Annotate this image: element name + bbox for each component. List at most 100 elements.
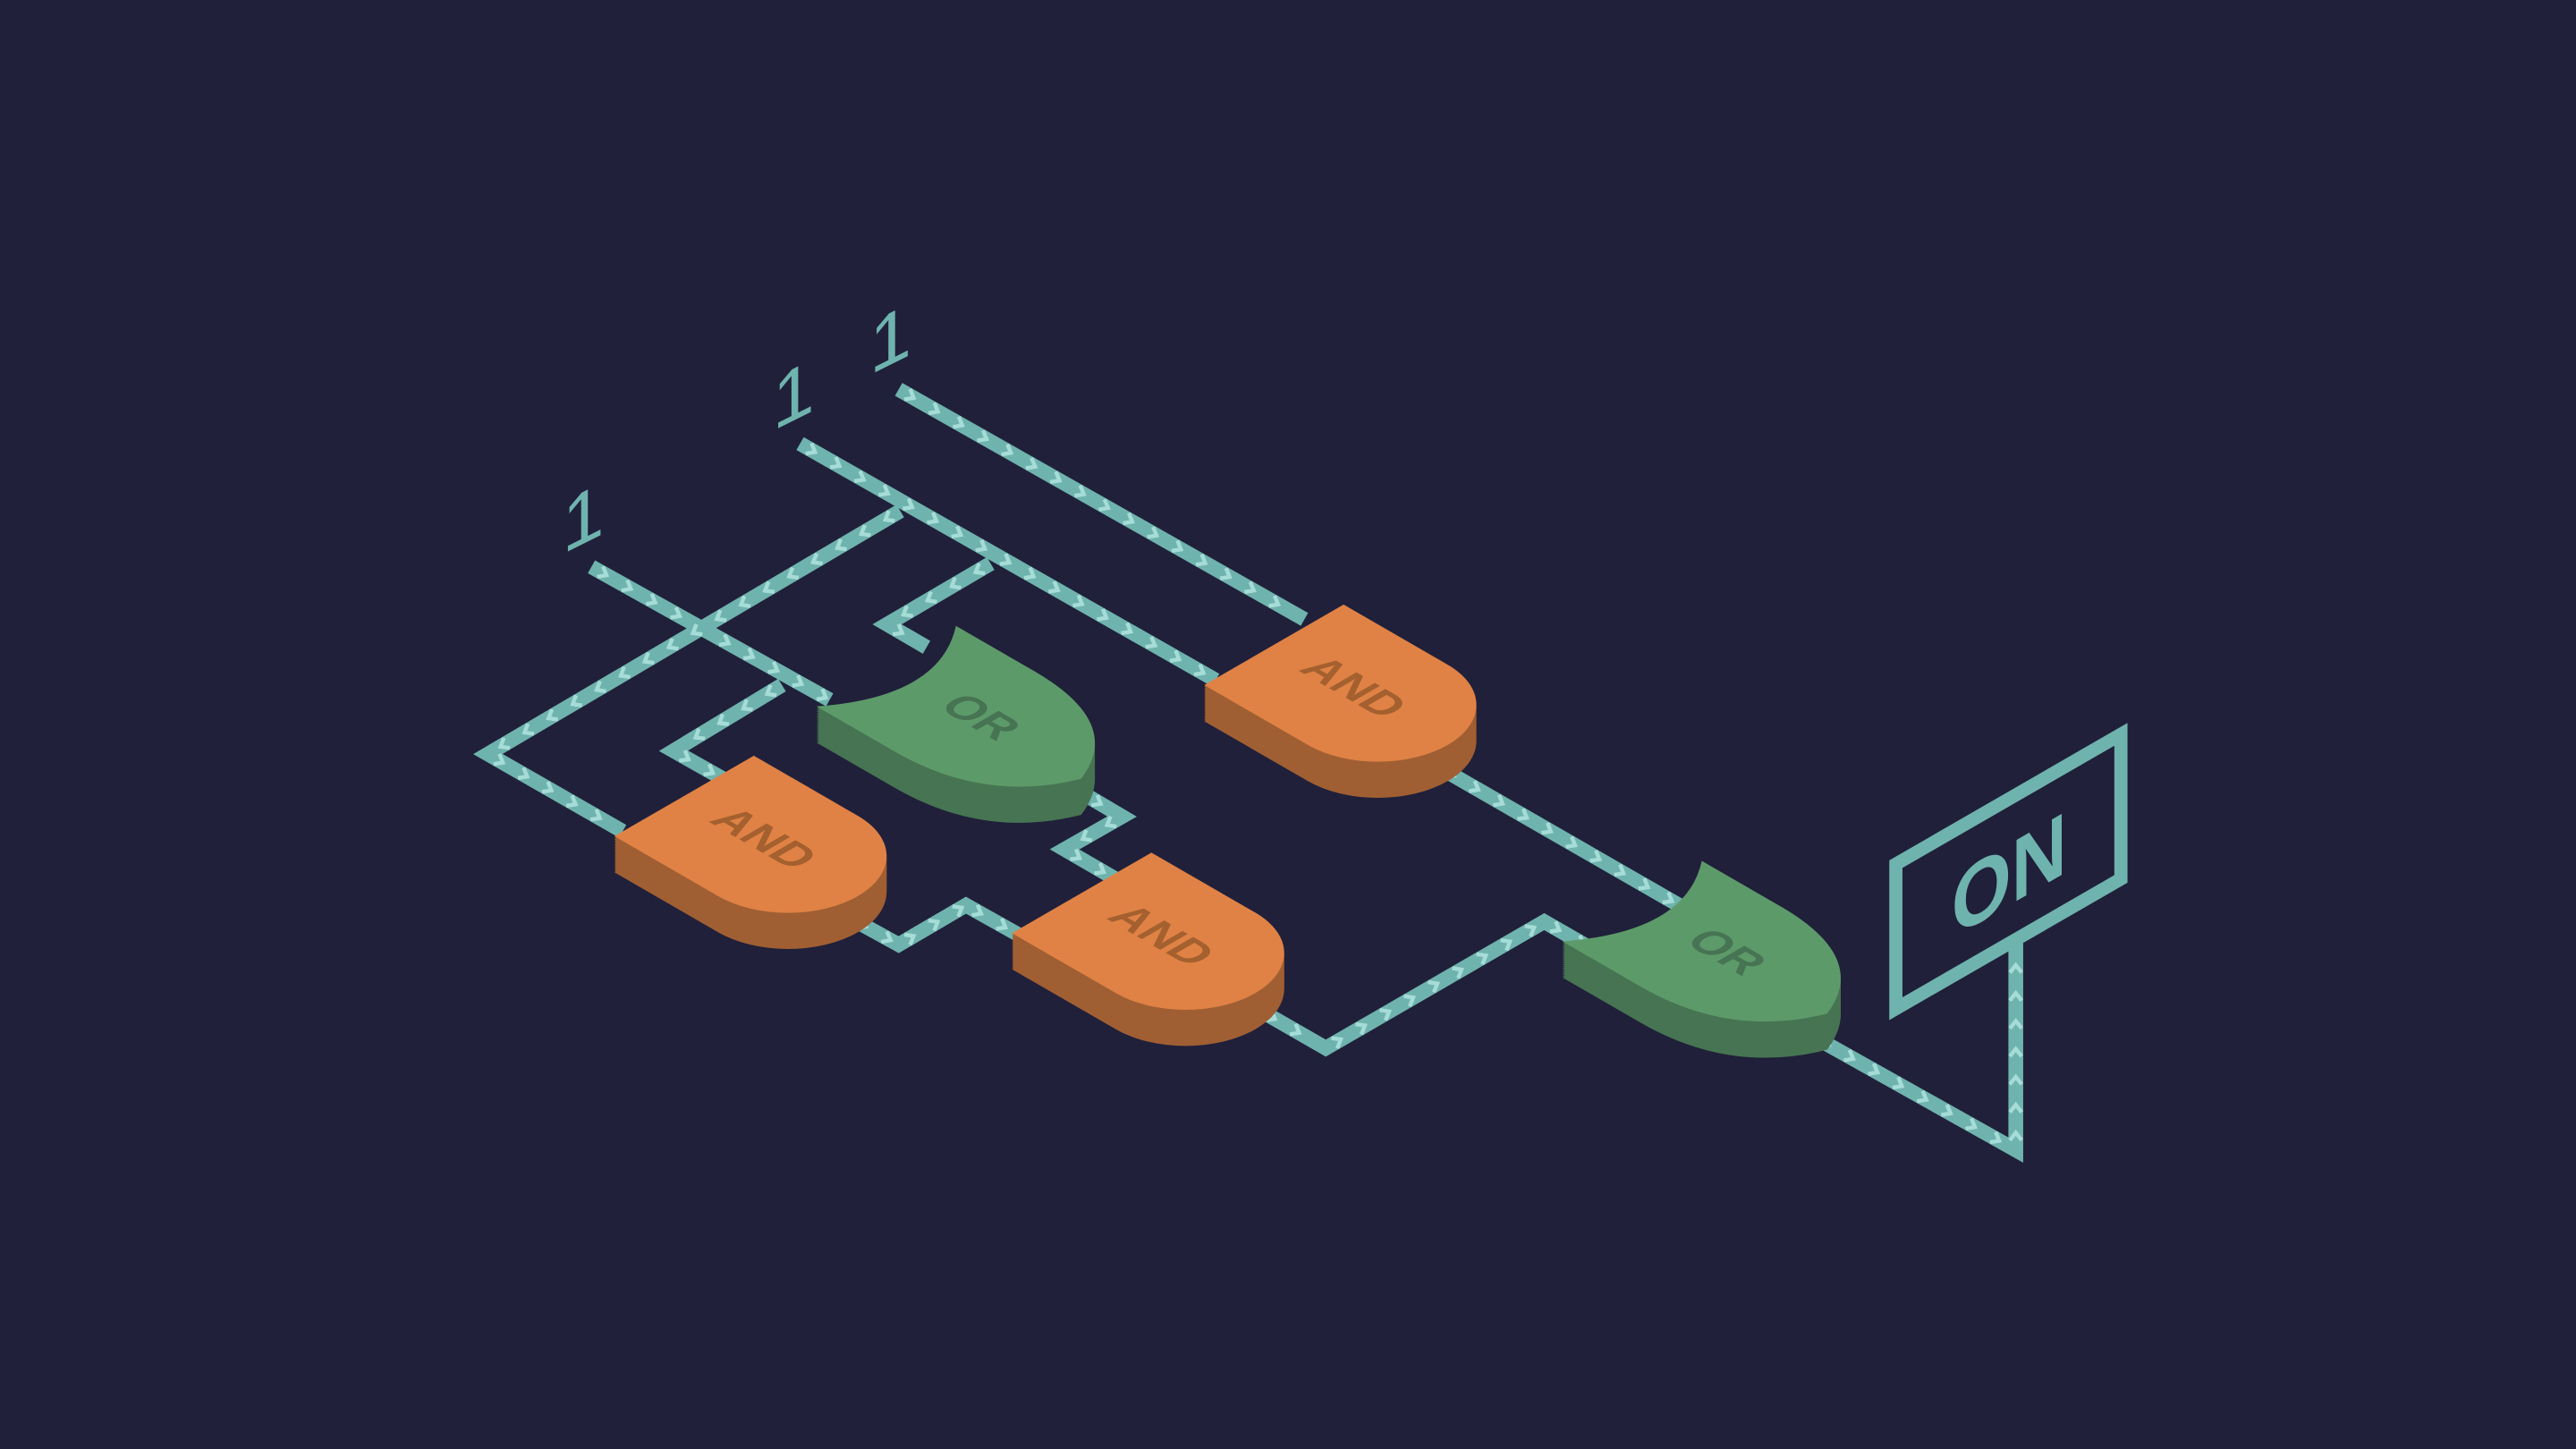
wire-chevron bbox=[1193, 663, 1207, 677]
gate-top-face bbox=[614, 755, 887, 913]
wire-chevron bbox=[877, 484, 891, 497]
wire-chevron bbox=[714, 609, 727, 623]
wire-chevron bbox=[621, 579, 634, 593]
wire-chevron bbox=[665, 638, 679, 651]
wire-chevron bbox=[2008, 1129, 2024, 1142]
wire-chevron bbox=[927, 512, 940, 525]
wire-chevron bbox=[718, 633, 732, 648]
wire-chevron bbox=[835, 538, 847, 552]
wire-chevron bbox=[924, 590, 937, 605]
wire-chevron bbox=[692, 727, 706, 741]
wire-chevron bbox=[1094, 862, 1106, 876]
wire-chevron bbox=[805, 442, 818, 456]
wire-chevron bbox=[541, 781, 555, 794]
wire-chevron bbox=[2008, 962, 2024, 974]
wire-chevron bbox=[2008, 989, 2024, 1002]
wire-chevron bbox=[1843, 1049, 1856, 1063]
wire-chevron bbox=[810, 552, 823, 566]
wire-chevron bbox=[742, 647, 756, 661]
wire-chevron bbox=[1123, 512, 1135, 526]
wire-path bbox=[872, 556, 995, 654]
wire-chevron bbox=[1073, 484, 1087, 498]
and-mid-output-wire bbox=[1256, 912, 1591, 1057]
wire-chevron bbox=[792, 674, 805, 688]
wire-chevron bbox=[975, 538, 988, 553]
gate-top-face bbox=[1012, 852, 1284, 1010]
wire-chevron bbox=[1638, 877, 1651, 891]
wire-chevron bbox=[1097, 608, 1109, 622]
wire-chevron bbox=[2008, 1018, 2024, 1030]
wire-chevron bbox=[786, 566, 800, 580]
wire-chevron bbox=[949, 576, 962, 590]
wire-chevron bbox=[1493, 793, 1505, 808]
wire-chevron bbox=[1047, 580, 1061, 594]
input-label-2: 1 bbox=[773, 342, 815, 447]
wire-chevron bbox=[716, 713, 730, 726]
and-gate-left: AND bbox=[614, 755, 887, 949]
wire-chevron bbox=[972, 563, 986, 576]
wire-chevron bbox=[1541, 822, 1554, 835]
wire-chevron bbox=[678, 750, 691, 763]
wires bbox=[473, 383, 2024, 1163]
wire-chevron bbox=[1892, 1076, 1905, 1090]
gate-top-face bbox=[1562, 860, 1841, 1022]
or2-output-wire bbox=[1809, 943, 2024, 1163]
input-wire-1 bbox=[588, 560, 834, 707]
wire-chevron bbox=[1500, 937, 1513, 952]
wire-chevron bbox=[1171, 539, 1184, 554]
wire-chevron bbox=[858, 524, 871, 538]
wire-chevron bbox=[928, 918, 941, 932]
wire-chevron bbox=[521, 723, 535, 736]
wire-chevron bbox=[1989, 1131, 2003, 1145]
wire-chevron bbox=[1219, 567, 1233, 580]
wire-chevron bbox=[1049, 470, 1063, 485]
wire-chevron bbox=[1147, 526, 1160, 539]
gate-top-face bbox=[1204, 604, 1477, 762]
or-gate-left: OR bbox=[816, 625, 1095, 823]
wire-chevron bbox=[1023, 566, 1037, 580]
wire-chevron bbox=[816, 688, 829, 702]
wire-chevron bbox=[690, 623, 703, 637]
wire-chevron bbox=[1289, 1023, 1302, 1037]
wire-chevron bbox=[546, 708, 559, 722]
wire-chevron bbox=[1524, 924, 1538, 937]
wire-chevron bbox=[1080, 829, 1093, 843]
wire-chevron bbox=[517, 767, 530, 781]
wire-chevron bbox=[570, 694, 583, 708]
wire-chevron bbox=[1965, 1117, 1978, 1131]
wire-chevron bbox=[641, 651, 655, 665]
wire-chevron bbox=[882, 510, 895, 523]
wire-chevron bbox=[594, 680, 606, 694]
branch-wire-a bbox=[473, 504, 904, 838]
input-labels: 1 1 1 bbox=[563, 286, 911, 571]
wire-chevron bbox=[762, 580, 775, 594]
gate-top-face bbox=[816, 625, 1095, 787]
wire-chevron bbox=[767, 661, 781, 674]
wire-chevron bbox=[1243, 580, 1257, 595]
wire-path bbox=[894, 383, 1309, 626]
wire-chevron bbox=[2008, 1073, 2024, 1086]
wire-chevron bbox=[1072, 594, 1085, 608]
wire-chevron bbox=[738, 595, 751, 608]
wire-chevron bbox=[1868, 1063, 1881, 1076]
wire-chevron bbox=[829, 456, 843, 470]
wire-path bbox=[1049, 788, 1137, 886]
wire-chevron bbox=[1090, 794, 1104, 808]
wire-chevron bbox=[892, 623, 905, 637]
wire-chevron bbox=[1104, 815, 1117, 829]
wire-chevron bbox=[952, 904, 965, 918]
wire-chevron bbox=[670, 606, 682, 620]
wire-chevron bbox=[1195, 553, 1208, 567]
wire-chevron bbox=[1025, 457, 1038, 470]
wire-chevron bbox=[1468, 780, 1481, 793]
input-wire-3 bbox=[894, 383, 1309, 626]
wire-chevron bbox=[1517, 808, 1530, 821]
or-gate-right: OR bbox=[1562, 860, 1841, 1058]
wire-chevron bbox=[565, 794, 579, 809]
wire-chevron bbox=[971, 903, 984, 918]
branch-wire-c bbox=[872, 556, 995, 654]
and-gate-middle: AND bbox=[1012, 852, 1284, 1046]
wire-chevron bbox=[1268, 595, 1282, 608]
